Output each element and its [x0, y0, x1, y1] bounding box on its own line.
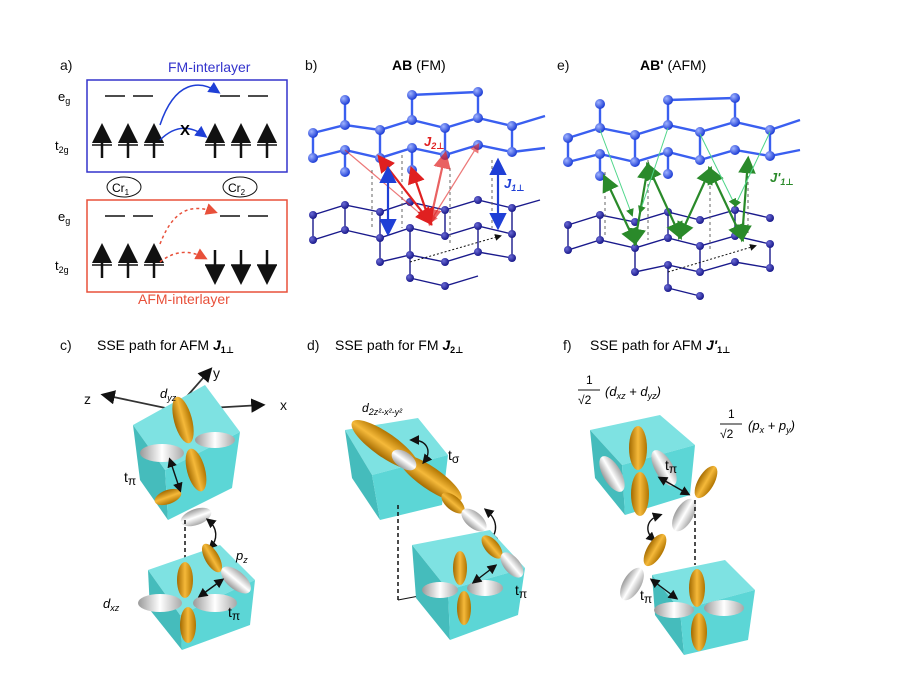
c-hop-label-1: tπ	[124, 469, 136, 488]
j1-arrows	[379, 157, 507, 237]
d-pi-label: tπ	[515, 582, 527, 601]
spin-up-arrows-fm	[92, 123, 277, 158]
f-hop-arrow-1	[657, 476, 691, 496]
c-hop-label-2: tπ	[228, 604, 240, 623]
panel-e-title: AB' (AFM)	[640, 57, 706, 73]
d-sigma-label: tσ	[448, 447, 460, 466]
afm-hop-t2g-arrow	[159, 248, 208, 263]
fm-hop-t2g-arrow	[159, 125, 208, 141]
jp1-faint-arrows	[599, 127, 771, 217]
blocked-x: X	[180, 122, 190, 139]
f-p-combo-text: (px + py)	[748, 418, 795, 435]
d-dxz-orbital	[422, 551, 503, 625]
c-dyz-orbital	[140, 396, 235, 492]
f-hop-label-1: tπ	[665, 457, 677, 476]
f-frac-den-d: √2	[578, 393, 592, 407]
cr1-oval	[106, 176, 142, 198]
c-axis-y: y	[213, 365, 220, 381]
spin-up-arrows-afm	[92, 243, 164, 278]
cr2-oval	[222, 176, 258, 198]
f-p-orbital-lower	[620, 533, 667, 601]
jp1-arrows	[602, 155, 756, 247]
e-bottom-atoms	[564, 206, 774, 300]
afm-hop-eg-arrow	[159, 203, 218, 245]
t2g-label-fm: t2g	[55, 138, 69, 155]
panel-a-letter: a)	[60, 57, 72, 73]
c-axis-z: z	[84, 391, 91, 407]
fm-interlayer-title: FM-interlayer	[168, 59, 251, 75]
e-bottom-lattice	[567, 209, 771, 297]
f-frac-num-p: 1	[728, 407, 735, 421]
panel-d-title: SSE path for FM J2⊥	[335, 337, 463, 355]
jp1-label: J'1⊥	[770, 170, 794, 187]
d-orbital-label: d2z²-x²-y²	[362, 401, 403, 417]
panel-c: c) SSE path for AFM J1⊥ z y x dyz	[60, 337, 287, 650]
f-frac-num-d: 1	[586, 373, 593, 387]
f-p-orbital-upper	[672, 465, 718, 532]
c-axis-x: x	[280, 397, 287, 413]
e-bottom-vector	[667, 244, 757, 273]
panel-f-title: SSE path for AFM J'1⊥	[590, 337, 730, 355]
c-dxz-orbital	[138, 562, 237, 643]
panel-b: b) AB (FM)	[305, 57, 546, 290]
panel-b-title: AB (FM)	[392, 57, 446, 73]
c-hop-arrow-1	[167, 457, 183, 493]
panel-c-letter: c)	[60, 337, 72, 353]
panel-d: d) SSE path for FM J2⊥ d2z²-x²-y² tσ	[307, 337, 527, 640]
j1-label: J1⊥	[504, 176, 524, 193]
eg-label-afm: eg	[58, 209, 70, 226]
c-p-orbital-upper	[154, 488, 212, 527]
fm-box	[86, 79, 288, 173]
f-hop-arrow-2	[649, 578, 679, 600]
f-hop-label-2: tπ	[640, 587, 652, 606]
f-d-combination: 1 √2 (dxz + dyz)	[578, 373, 661, 407]
panel-e-letter: e)	[557, 57, 569, 73]
cr2-label: Cr2	[228, 181, 246, 197]
c-pz-orbital	[201, 543, 251, 594]
afm-interlayer-title: AFM-interlayer	[138, 291, 230, 307]
panel-a: a) FM-interlayer eg t2g X Cr1 Cr2 eg t2g	[55, 57, 288, 307]
panel-e: e) AB' (AFM)	[557, 57, 801, 300]
c-dxz-label: dxz	[103, 596, 120, 613]
c-dyz-label: dyz	[160, 386, 177, 403]
f-frac-den-p: √2	[720, 427, 734, 441]
spin-down-arrows-afm	[205, 250, 277, 285]
afm-box	[86, 199, 288, 293]
c-hop-arrow-2	[197, 578, 225, 598]
panel-b-letter: b)	[305, 57, 317, 73]
panel-c-title: SSE path for AFM J1⊥	[97, 337, 234, 355]
panel-f: f) SSE path for AFM J'1⊥ 1 √2 (dxz + dyz…	[563, 337, 795, 655]
d-p-orbital-lower	[481, 535, 524, 578]
f-hop-curve	[645, 512, 663, 542]
j2-label: J2⊥	[424, 134, 444, 151]
cr1-label: Cr1	[112, 181, 130, 197]
d-sigma-curve	[409, 435, 433, 465]
eg-label-fm: eg	[58, 89, 70, 106]
t2g-label-afm: t2g	[55, 258, 69, 275]
fm-hop-eg-arrow	[159, 82, 221, 126]
c-pz-label: pz	[235, 548, 248, 565]
c-hop-curve	[205, 518, 219, 550]
d-p-orbital-upper	[441, 492, 487, 532]
panel-f-letter: f)	[563, 337, 572, 353]
f-d-combo-text: (dxz + dyz)	[605, 384, 661, 401]
f-p-combination: 1 √2 (px + py)	[720, 407, 795, 441]
d-hop-arrow	[471, 564, 498, 584]
panel-d-letter: d)	[307, 337, 319, 353]
b-bottom-atoms	[309, 196, 516, 290]
f-d-orbital-bottom	[654, 569, 744, 651]
